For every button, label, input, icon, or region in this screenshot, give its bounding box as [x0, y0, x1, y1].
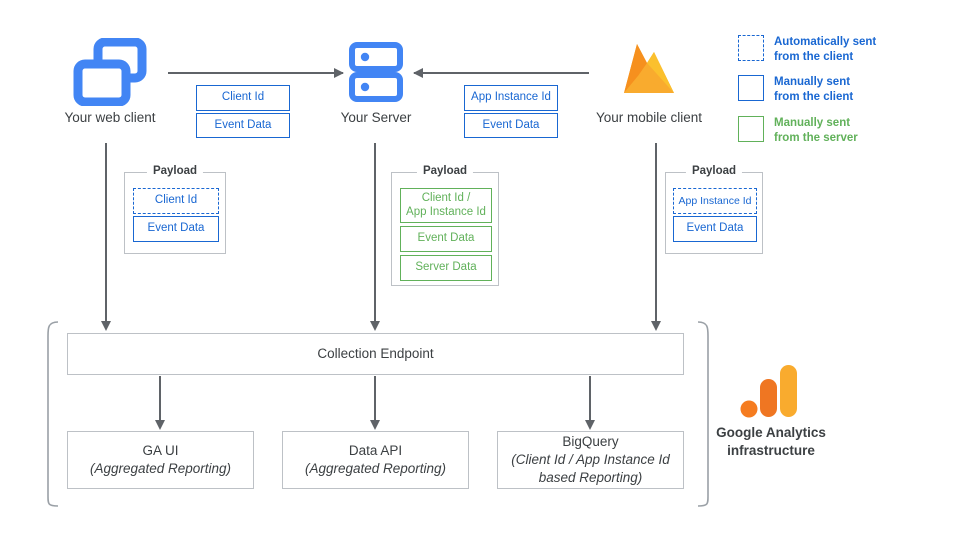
- legend-item-manual-client: Manually sent from the client: [738, 75, 853, 105]
- windows-icon: [70, 37, 150, 107]
- legend-item-automatic-client: Automatically sent from the client: [738, 35, 876, 65]
- collection-endpoint-label: Collection Endpoint: [317, 345, 434, 361]
- web-client-node: [70, 37, 150, 107]
- payload-server-item-id: Client Id / App Instance Id: [400, 188, 492, 223]
- legend-text-manual-server: Manually sent from the server: [774, 116, 858, 146]
- output-box-bigquery[interactable]: BigQuery (Client Id / App Instance Id ba…: [497, 431, 684, 489]
- collection-endpoint-box[interactable]: Collection Endpoint: [67, 333, 684, 375]
- firebase-flame-icon: [618, 38, 680, 106]
- payload-server-item-server-data: Server Data: [400, 255, 492, 281]
- server-icon: [348, 42, 404, 104]
- mobile-client-node: [618, 38, 680, 106]
- legend-line-2: from the client: [774, 91, 854, 104]
- output-data-api-subtitle: (Aggregated Reporting): [304, 461, 447, 476]
- output-box-ga-ui[interactable]: GA UI (Aggregated Reporting): [67, 431, 254, 489]
- server-node: [348, 42, 404, 104]
- legend-line-1: Automatically sent: [774, 36, 877, 48]
- chip-mobile-event-data: Event Data: [464, 113, 558, 138]
- payload-server-title: Payload: [416, 165, 474, 177]
- web-client-label: Your web client: [64, 110, 156, 125]
- payload-web-item-event-data: Event Data: [133, 216, 219, 242]
- ga-infrastructure-bracket: [44, 318, 712, 515]
- payload-web: Payload Client Id Event Data: [124, 165, 226, 254]
- payload-web-title: Payload: [146, 165, 204, 177]
- output-box-data-api[interactable]: Data API (Aggregated Reporting): [282, 431, 469, 489]
- payload-server: Payload Client Id / App Instance Id Even…: [391, 165, 499, 286]
- output-data-api-title: Data API: [348, 442, 403, 458]
- output-bigquery-title: BigQuery: [562, 433, 619, 449]
- legend-text-manual-client: Manually sent from the client: [774, 75, 853, 105]
- output-bigquery-subtitle: (Client Id / App Instance Id based Repor…: [511, 451, 670, 486]
- chip-web-client-id: Client Id: [196, 85, 290, 111]
- payload-mobile-title: Payload: [685, 165, 743, 177]
- output-ga-ui-subtitle: (Aggregated Reporting): [89, 461, 232, 476]
- legend-line-1: Manually sent: [774, 76, 851, 88]
- legend-swatch-solid-blue: [738, 75, 764, 101]
- google-analytics-logo: [740, 365, 802, 428]
- ga-infrastructure-caption: Google Analytics infrastructure: [690, 424, 852, 459]
- mobile-client-label: Your mobile client: [595, 110, 703, 125]
- ga-caption-line-2: infrastructure: [727, 442, 815, 458]
- payload-mobile-item-event-data: Event Data: [673, 216, 757, 242]
- output-ga-ui-title: GA UI: [142, 442, 179, 458]
- legend-line-2: from the client: [774, 51, 854, 64]
- payload-mobile-item-app-instance-id: App Instance Id: [673, 188, 757, 214]
- legend-item-manual-server: Manually sent from the server: [738, 116, 858, 146]
- legend-line-1: Manually sent: [774, 117, 851, 129]
- legend-swatch-dashed-blue: [738, 35, 764, 61]
- legend-line-2: from the server: [774, 132, 858, 145]
- chip-mobile-app-instance-id: App Instance Id: [464, 85, 558, 111]
- legend-swatch-solid-green: [738, 116, 764, 142]
- server-label: Your Server: [340, 110, 412, 125]
- payload-mobile: Payload App Instance Id Event Data: [665, 165, 763, 254]
- payload-server-item-event-data: Event Data: [400, 226, 492, 252]
- legend-text-automatic-client: Automatically sent from the client: [774, 35, 876, 65]
- ga-caption-line-1: Google Analytics: [716, 425, 826, 440]
- chip-web-event-data: Event Data: [196, 113, 290, 138]
- payload-web-item-client-id: Client Id: [133, 188, 219, 214]
